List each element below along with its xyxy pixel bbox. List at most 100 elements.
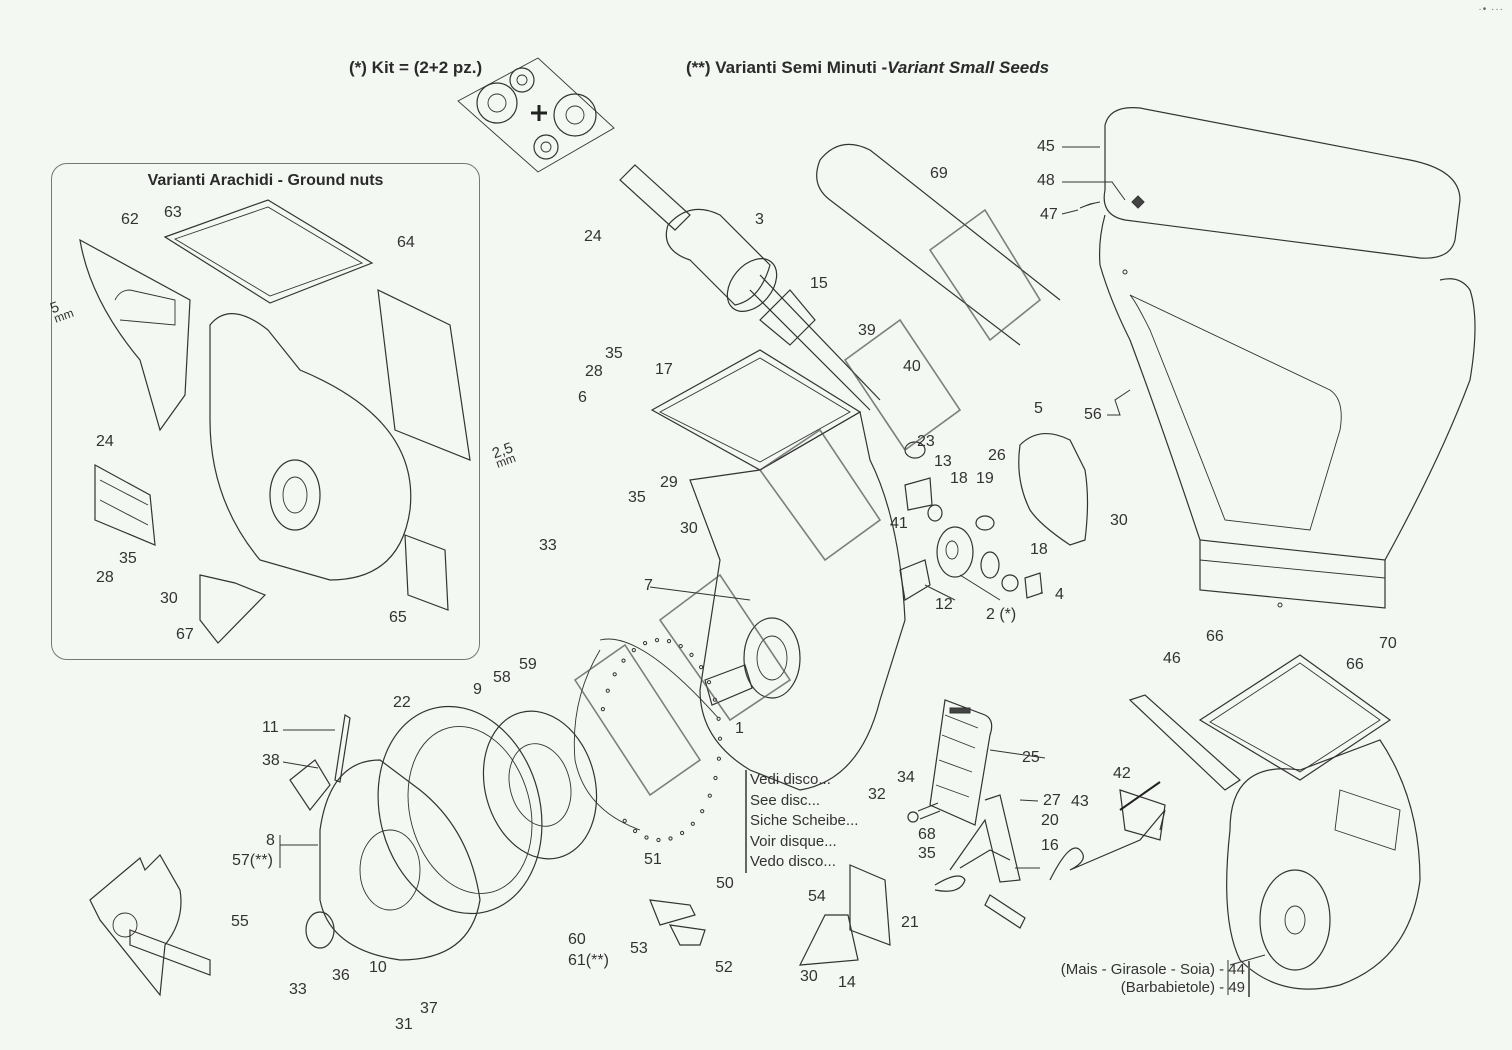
disc-hole [716, 756, 722, 761]
inset-artwork [79, 199, 471, 644]
part-label-57: 57(**) [232, 852, 273, 869]
variant-small-seeds-note: (**) Varianti Semi Minuti -Variant Small… [686, 58, 1049, 78]
part-label-19: 19 [976, 470, 994, 487]
disc-hole [644, 835, 649, 840]
variant-note-prefix: (**) Varianti Semi Minuti - [686, 58, 888, 77]
part-label-20: 20 [1041, 812, 1059, 829]
disc-hole [713, 775, 718, 781]
part-label-61: 61(**) [568, 952, 609, 969]
disc-hole [699, 665, 704, 670]
part-label-68: 68 [918, 826, 936, 843]
part-label-33-cover: 33 [289, 981, 307, 998]
part-label-66b: 66 [1346, 656, 1364, 673]
part-label-56: 56 [1084, 406, 1102, 423]
part-label-6: 6 [578, 389, 587, 406]
part-label-38: 38 [262, 752, 280, 769]
part-label-67: 67 [176, 626, 194, 643]
disc-hole [668, 836, 673, 841]
part-label-58: 58 [493, 669, 511, 686]
disc-hole [631, 648, 636, 653]
part-label-24-inset: 24 [96, 433, 114, 450]
tube [816, 143, 1061, 346]
part-label-53: 53 [630, 940, 648, 957]
part-label-63: 63 [164, 204, 182, 221]
part-label-55: 55 [231, 913, 249, 930]
disc-hole [706, 680, 712, 685]
ground-nuts-variant-inset: Varianti Arachidi - Ground nuts [51, 163, 480, 660]
part-label-59: 59 [519, 656, 537, 673]
part-label-3: 3 [755, 211, 764, 228]
leader-lines [279, 146, 1266, 995]
part-label-39: 39 [858, 322, 876, 339]
disc-hole [654, 638, 660, 643]
watermark [573, 208, 1042, 797]
part-label-25: 25 [1022, 749, 1040, 766]
part-label-18b: 18 [1030, 541, 1048, 558]
part-label-47: 47 [1040, 206, 1058, 223]
part-label-13: 13 [934, 453, 952, 470]
part-label-12: 12 [935, 596, 953, 613]
disc-hole [656, 837, 661, 843]
disc-hole [600, 707, 606, 712]
part-label-8: 8 [266, 832, 275, 849]
corner-mark: ·• ··· [1478, 4, 1504, 15]
part-label-33: 33 [539, 537, 557, 554]
part-label-23: 23 [917, 433, 935, 450]
disc-hole [666, 639, 672, 644]
part-label-2: 2 (*) [986, 606, 1017, 623]
spring-20-and-clip-43 [1049, 781, 1166, 881]
disc-hole [622, 818, 627, 824]
part-label-62: 62 [121, 211, 139, 228]
disc-hole [717, 736, 723, 741]
disc-ref-de: Siche Scheibe... [750, 812, 859, 829]
disc-hole [633, 828, 638, 834]
disc-hole [621, 658, 626, 663]
disc-hole [716, 716, 721, 721]
disc-hole [690, 821, 695, 826]
gear-kit-illustration [457, 57, 615, 173]
part-label-65: 65 [389, 609, 407, 626]
part-label-43: 43 [1071, 793, 1089, 810]
disc-reference-note: Vedi disco... See disc... Siche Scheibe.… [745, 770, 858, 873]
part-label-17: 17 [655, 361, 673, 378]
part-label-4: 4 [1055, 586, 1064, 603]
disc-ref-es: Vedo disco... [750, 853, 836, 870]
part-label-35-inset: 35 [119, 550, 137, 567]
part-label-1: 1 [735, 720, 744, 737]
part-label-35-lever: 35 [918, 845, 936, 862]
bracket-55 [89, 854, 211, 997]
part-label-42: 42 [1113, 765, 1131, 782]
disc-hole [707, 793, 712, 798]
part-label-21: 21 [901, 914, 919, 931]
part-label-24: 24 [584, 228, 602, 245]
part-label-30-plate: 30 [800, 968, 818, 985]
part-label-70: 70 [1379, 635, 1397, 652]
part-label-36: 36 [332, 967, 350, 984]
part-label-10: 10 [369, 959, 387, 976]
part-label-41: 41 [890, 515, 908, 532]
disc-hole [605, 688, 610, 693]
part-label-52: 52 [715, 959, 733, 976]
part-label-45: 45 [1037, 138, 1055, 155]
part-label-64: 64 [397, 234, 415, 251]
part-label-30-main: 30 [680, 520, 698, 537]
part-label-54: 54 [808, 888, 826, 905]
main-casing [650, 349, 906, 791]
disc-ref-fr: Voir disque... [750, 832, 837, 850]
disc-hole [689, 652, 694, 658]
disc-ref-en: See disc... [750, 791, 821, 809]
part-label-37: 37 [420, 1000, 438, 1017]
disc-cover [289, 705, 598, 961]
inset-title: Varianti Arachidi - Ground nuts [147, 172, 384, 189]
part-label-15: 15 [810, 275, 828, 292]
part-label-48: 48 [1037, 172, 1055, 189]
part-label-35-main: 35 [628, 489, 646, 506]
part-label-26: 26 [988, 447, 1006, 464]
part-label-5: 5 [1034, 400, 1043, 417]
hopper-variant-44: (Mais - Girasole - Soia) - 44 [1060, 961, 1245, 978]
part-label-40: 40 [903, 358, 921, 375]
disc-hole [700, 809, 705, 814]
hopper-variant-49: (Barbabietole) - 49 [1120, 979, 1245, 996]
